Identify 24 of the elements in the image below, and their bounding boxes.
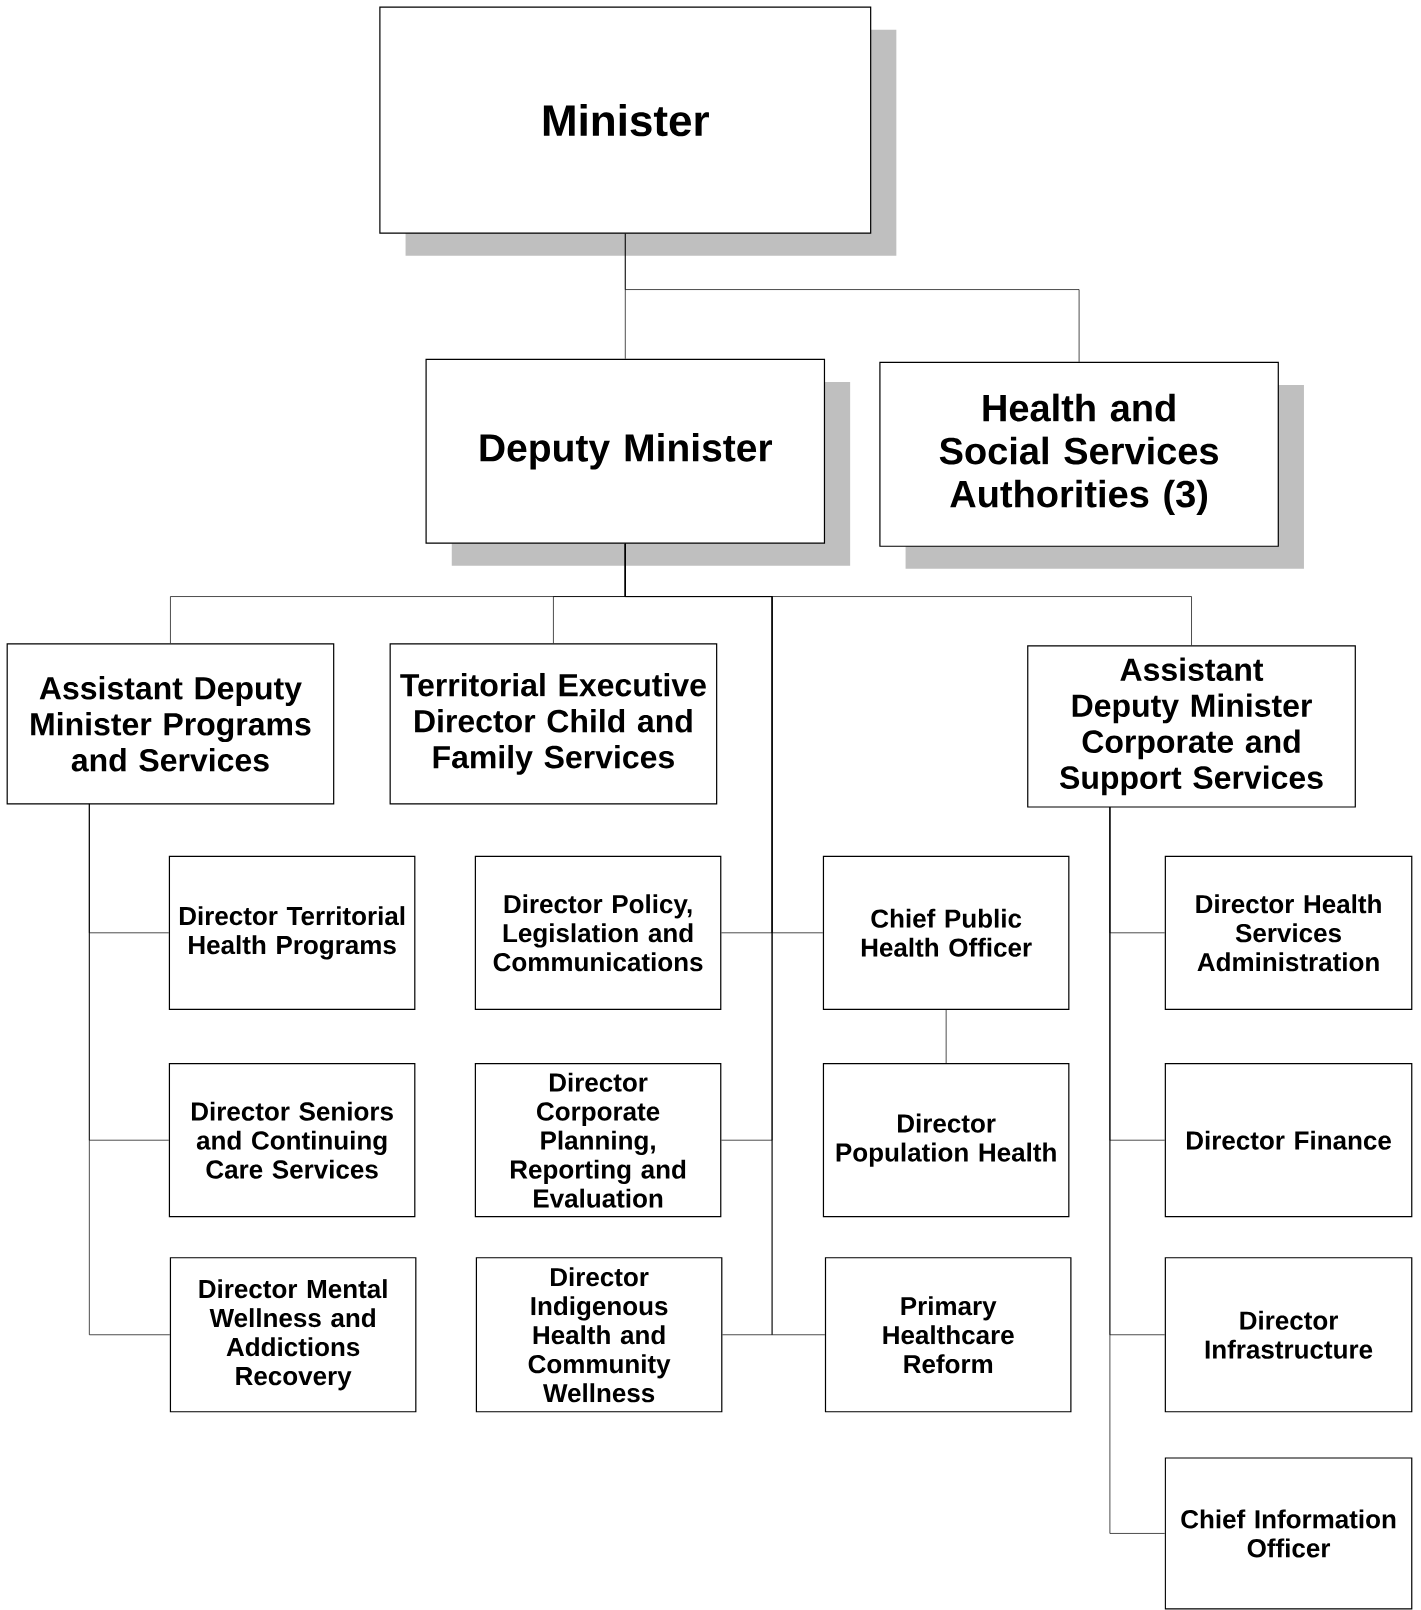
position-box: Primary Healthcare Reform bbox=[824, 1257, 1072, 1413]
position-box: Deputy Minister bbox=[425, 358, 851, 566]
position-box: Director Population Health bbox=[822, 1063, 1070, 1218]
position-box: Territorial Executive Director Child and Family Services bbox=[389, 643, 718, 805]
position-box: Director Territorial Health Programs bbox=[168, 855, 416, 1010]
position-box: Chief Information Officer bbox=[1164, 1457, 1413, 1610]
connector-line bbox=[945, 1009, 947, 1064]
connector-line bbox=[624, 543, 826, 1336]
position-box: Director Policy, Legislation and Communications bbox=[474, 855, 722, 1010]
connector-line bbox=[1109, 806, 1166, 1534]
position-box: Director Indigenous Health and Community Wellness bbox=[475, 1257, 723, 1413]
title-box: Minister bbox=[379, 6, 897, 256]
position-box: Assistant Deputy Minister Programs and Services bbox=[6, 643, 335, 805]
position-box: Chief Public Health Officer bbox=[822, 855, 1070, 1010]
position-box: Director Health Services Administration bbox=[1164, 855, 1413, 1010]
position-box: Health and Social Services Authorities (3) bbox=[879, 361, 1304, 569]
position-box: Director Mental Wellness and Addictions Recovery bbox=[169, 1257, 417, 1413]
connector-line bbox=[624, 233, 1080, 363]
position-box: Director Infrastructure bbox=[1164, 1257, 1413, 1413]
connector-line bbox=[89, 803, 171, 1336]
position-box: Assistant Deputy Minister Corporate and Support Services bbox=[1027, 645, 1356, 808]
position-box: Director Corporate Planning, Reporting and Evaluation bbox=[474, 1063, 722, 1218]
position-box: Director Seniors and Continuing Care Services bbox=[168, 1063, 416, 1218]
position-box: Director Finance bbox=[1164, 1063, 1413, 1218]
